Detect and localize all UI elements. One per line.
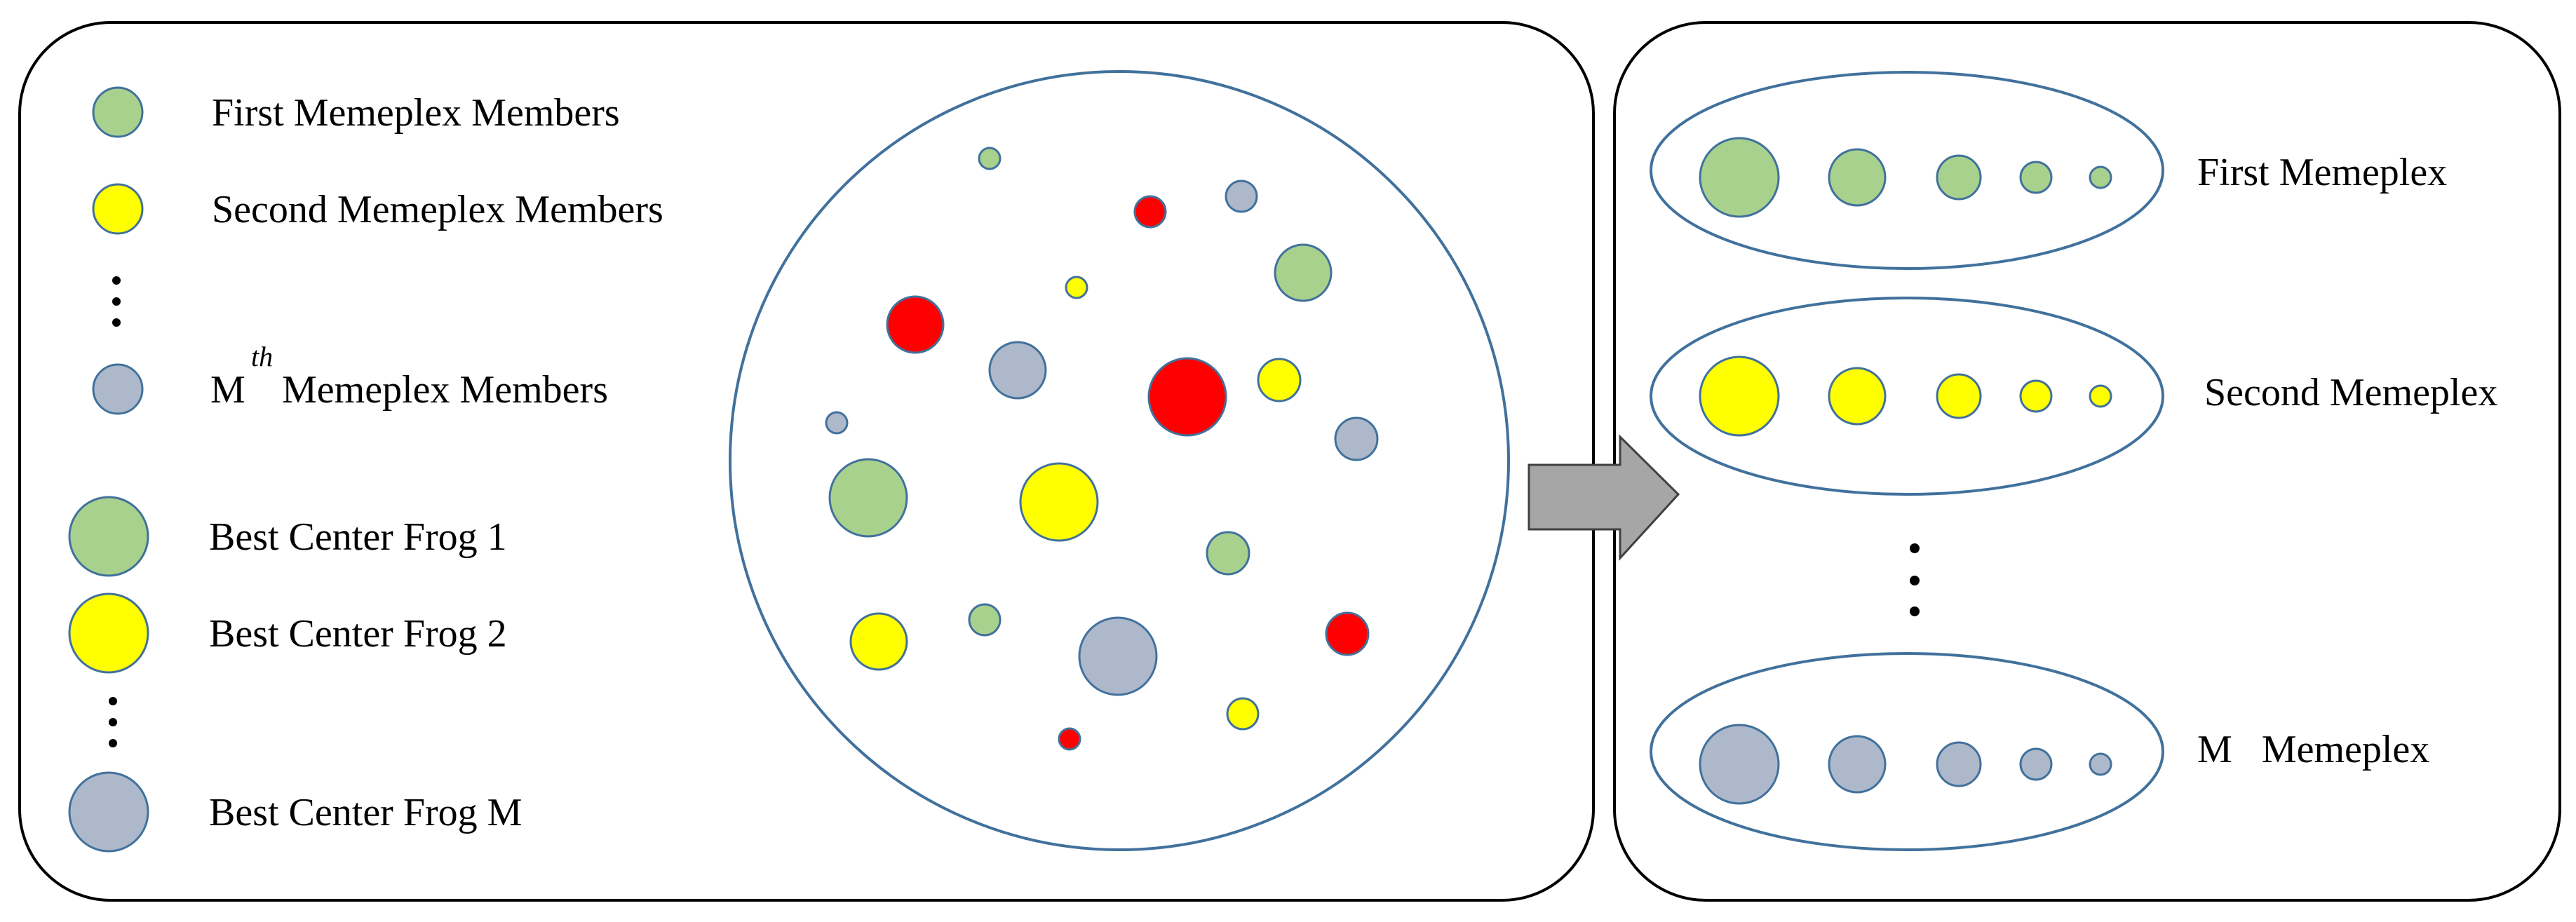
memeplex-2: Second Memeplex (1650, 297, 2497, 496)
memeplex-frog (2019, 379, 2053, 413)
population-frog (978, 147, 1002, 170)
memeplex-frog (2019, 747, 2053, 781)
memeplex-frog (1699, 724, 1780, 805)
memeplex-ellipsis (1910, 543, 1920, 616)
legend-best-frog-m-label: Best Center Frog M (209, 791, 522, 834)
population-frog (1019, 462, 1099, 542)
population-frog (1147, 357, 1227, 437)
memeplex-label: First Memeplex (2197, 151, 2447, 194)
population-frog (825, 411, 849, 435)
population-frog (968, 603, 1002, 637)
legend-best-frog-m-swatch (68, 771, 149, 853)
memeplex-frog (2089, 165, 2112, 189)
legend-best-frog-1-swatch (68, 496, 149, 577)
population-frog (1133, 195, 1167, 229)
population-frog (1257, 358, 1302, 402)
memeplex-frog (1828, 367, 1887, 426)
memeplex-frog (2019, 161, 2053, 194)
legend-first-members-label: First Memeplex Members (212, 91, 620, 135)
legend-best-frog-1-label: Best Center Frog 1 (209, 515, 507, 559)
memeplex-ellipse (1650, 652, 2164, 851)
population-frog (1334, 416, 1379, 461)
legend-first-member-swatch (92, 86, 144, 138)
memeplex-m: M Memeplex (1650, 652, 2429, 851)
memeplex-label: M Memeplex (2197, 728, 2429, 771)
population-frog (1058, 727, 1081, 751)
memeplex-frog (2089, 384, 2112, 408)
memeplex-label: Second Memeplex (2204, 371, 2497, 414)
population-circle (729, 70, 1510, 851)
memeplex-ellipse (1650, 71, 2164, 270)
memeplex-frog (1936, 741, 1982, 787)
legend-mth-members-label: Memeplex Members (282, 368, 608, 412)
legend-mth-prefix: M (210, 368, 245, 412)
legend-ellipsis-best (109, 697, 117, 747)
memeplex-frog (1699, 355, 1780, 437)
population-frog (1274, 243, 1333, 302)
memeplex-frog (1936, 373, 1982, 419)
population-frog (1078, 616, 1158, 696)
population-frogs (825, 147, 1379, 751)
memeplex-frog (1828, 735, 1887, 794)
legend: First Memeplex Members Second Memeplex M… (68, 86, 663, 853)
legend-second-member-swatch (92, 183, 144, 235)
legend-mth-superscript: th (251, 341, 273, 372)
legend-best-frog-2-swatch (68, 592, 149, 674)
population-frog (886, 295, 945, 354)
legend-second-members-label: Second Memeplex Members (212, 188, 663, 231)
population-frog (988, 341, 1047, 400)
memeplex-frog (1699, 137, 1780, 218)
population-frog (828, 458, 908, 538)
population-frog (1225, 179, 1258, 213)
memeplex-ellipse (1650, 297, 2164, 496)
memeplex-frog (2089, 752, 2112, 776)
legend-best-frog-2-label: Best Center Frog 2 (209, 612, 507, 656)
population-frog (1206, 531, 1250, 576)
population-frog (1325, 611, 1370, 656)
memeplex-1: First Memeplex (1650, 71, 2447, 270)
legend-mth-member-swatch (92, 363, 144, 415)
population-frog (849, 612, 908, 671)
memeplex-frog (1828, 148, 1887, 207)
memeplex-frog (1936, 154, 1982, 201)
population-frog (1065, 276, 1088, 299)
legend-ellipsis-members (112, 276, 121, 327)
population-frog (1226, 697, 1260, 731)
transition-arrow (1528, 434, 1680, 561)
